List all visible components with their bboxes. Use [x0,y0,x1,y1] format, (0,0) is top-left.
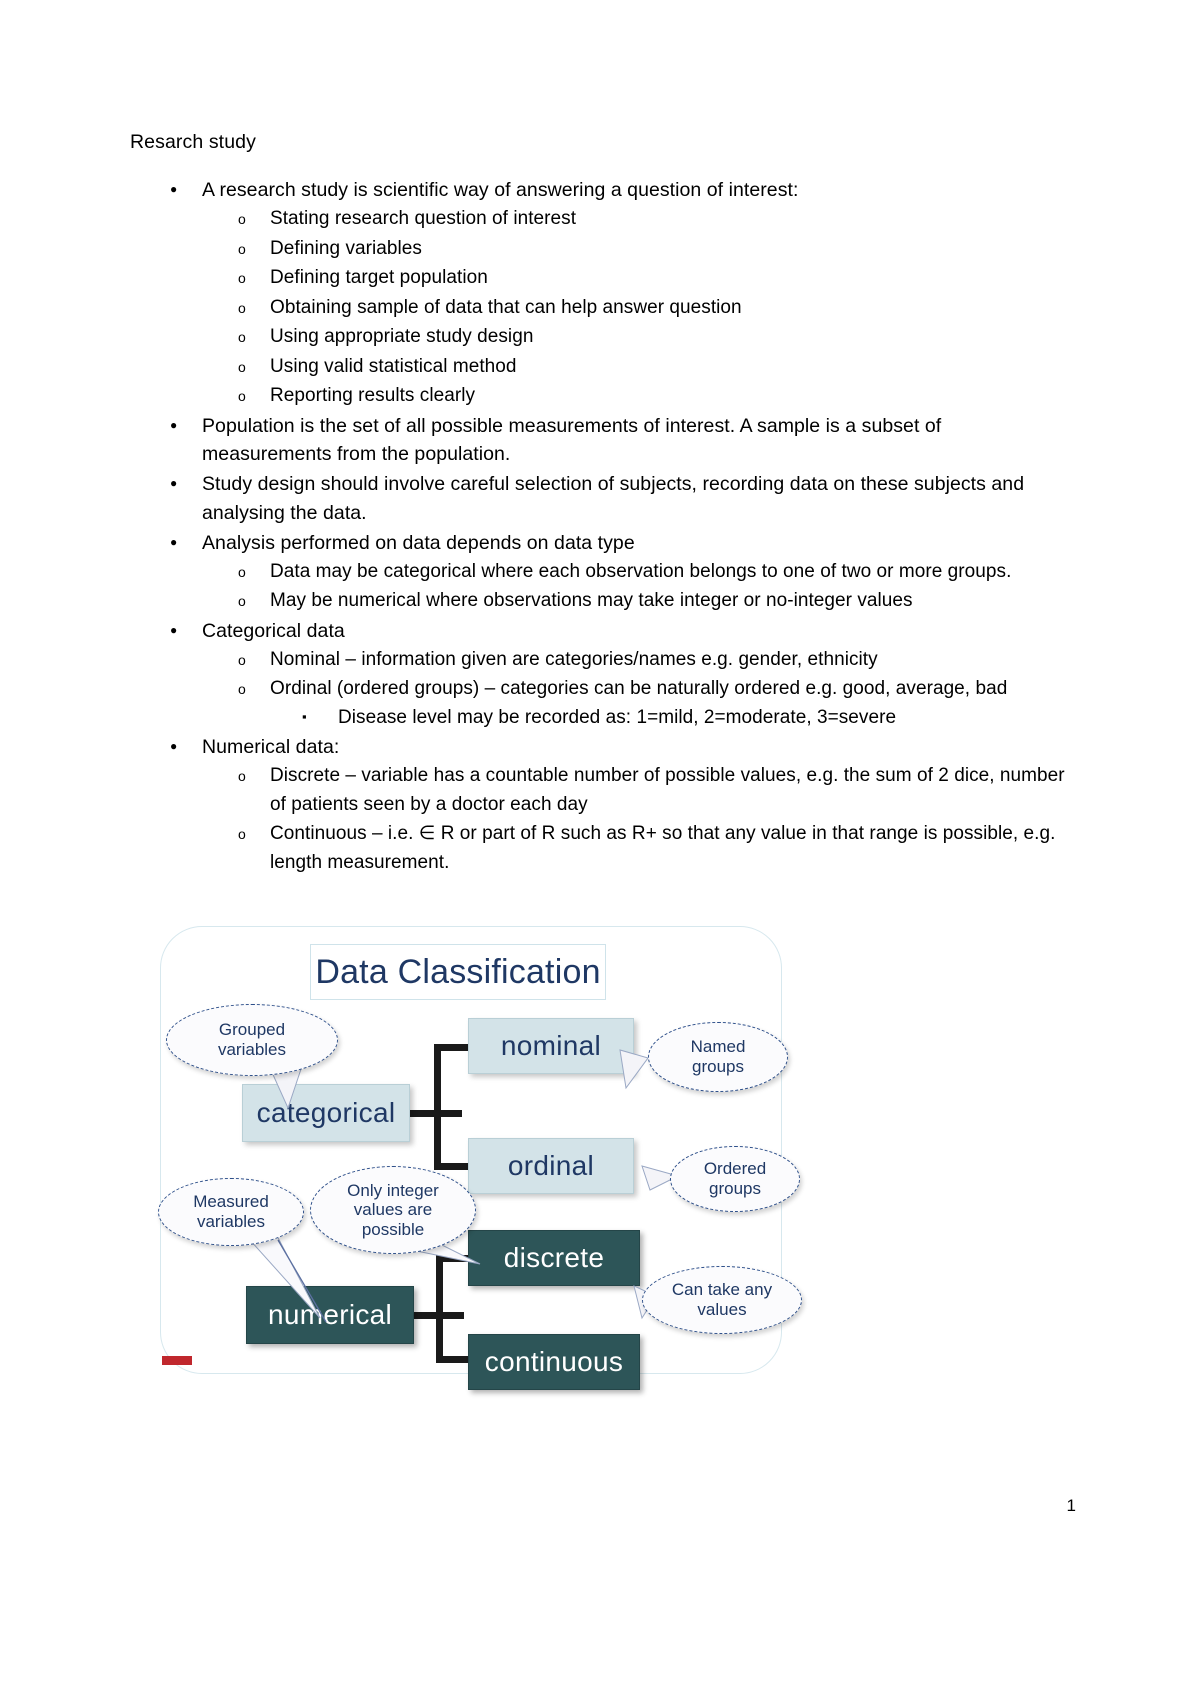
sub-bullet-text: Nominal – information given are categori… [270,648,878,670]
red-accent-mark [162,1356,192,1365]
callout-named-groups: Named groups [648,1022,788,1092]
sub-bullet-item: Data may be categorical where each obser… [202,558,1070,587]
sub-list: Stating research question of interest De… [202,205,1070,411]
callout-line: variables [217,1040,287,1059]
sub-bullet-item: Discrete – variable has a countable numb… [202,762,1070,819]
bullet-item: Study design should involve careful sele… [130,469,1070,528]
sub-list: Discrete – variable has a countable numb… [202,762,1070,877]
sub-bullet-item: Continuous – i.e. ∈ R or part of R such … [202,820,1070,877]
callout-line: Named [690,1037,746,1057]
sub-bullet-text: Defining target population [270,267,488,289]
callout-line: values [697,1300,747,1319]
diagram-title: Data Classification [310,944,606,1000]
connector-to-discrete [436,1255,472,1262]
connector-to-ordinal [434,1163,472,1170]
sub-bullet-text: Using appropriate study design [270,326,534,348]
sub-bullet-item: May be numerical where observations may … [202,587,1070,616]
node-categorical[interactable]: categorical [242,1084,410,1142]
data-classification-diagram: Data Classification categorical nominal … [150,918,802,1390]
callout-line: Only integer [347,1180,439,1200]
page-title: Resarch study [130,131,256,153]
sub-bullet-text: May be numerical where observations may … [270,590,913,612]
bullet-item: Numerical data: Discrete – variable has … [130,732,1070,877]
callout-line: Ordered [703,1159,767,1179]
node-ordinal[interactable]: ordinal [468,1138,634,1194]
node-discrete[interactable]: discrete [460,1222,640,1286]
document-body: Resarch study A research study is scient… [130,128,1070,878]
sub-sub-bullet-item: Disease level may be recorded as: 1=mild… [270,704,1070,733]
sub-bullet-text: Continuous – i.e. ∈ R or part of R such … [270,823,1056,873]
callout-grouped-variables: Grouped variables [166,1004,338,1076]
callout-can-take-any-values: Can take any values [642,1266,802,1334]
sub-bullet-text: Stating research question of interest [270,208,577,230]
bullet-item: A research study is scientific way of an… [130,175,1070,411]
sub-bullet-text: Discrete – variable has a countable numb… [270,765,1065,815]
sub-bullet-item: Nominal – information given are categori… [202,646,1070,675]
connector-categorical-vertical [434,1044,441,1170]
bullet-item: Population is the set of all possible me… [130,411,1070,470]
sub-list: Data may be categorical where each obser… [202,558,1070,616]
sub-bullet-text: Obtaining sample of data that can help a… [270,296,742,318]
sub-bullet-item: Defining target population [202,264,1070,293]
callout-measured-variables: Measured variables [158,1178,304,1246]
bullet-text: Population is the set of all possible me… [202,414,942,466]
bullet-text: Numerical data: [202,736,340,759]
sub-bullet-item: Ordinal (ordered groups) – categories ca… [202,675,1070,732]
callout-line: groups [709,1179,761,1198]
bullet-text: A research study is scientific way of an… [202,179,799,202]
callout-ordered-groups: Ordered groups [670,1146,800,1212]
sub-bullet-text: Using valid statistical method [270,355,517,377]
sub-bullet-item: Stating research question of interest [202,205,1070,234]
sub-bullet-item: Obtaining sample of data that can help a… [202,294,1070,323]
callout-line: Can take any [671,1280,773,1300]
connector-to-continuous [436,1356,472,1363]
bullet-item: Analysis performed on data depends on da… [130,528,1070,616]
callout-line: Measured [193,1192,269,1212]
sub-bullet-text: Reporting results clearly [270,385,476,407]
callout-line: possible [361,1219,425,1239]
page-number: 1 [1066,1496,1076,1515]
callout-line: groups [692,1057,744,1076]
sub-list: Nominal – information given are categori… [202,646,1070,733]
sub-bullet-text: Ordinal (ordered groups) – categories ca… [270,678,1008,700]
sub-sub-bullet-text: Disease level may be recorded as: 1=mild… [338,706,897,728]
outline-list: A research study is scientific way of an… [130,175,1070,877]
bullet-item: Categorical data Nominal – information g… [130,616,1070,733]
node-numerical[interactable]: numerical [238,1278,414,1344]
callout-line: values are [353,1200,433,1220]
callout-line: Grouped [218,1020,286,1040]
sub-bullet-text: Defining variables [270,237,422,259]
node-continuous[interactable]: continuous [460,1326,640,1390]
bullet-text: Analysis performed on data depends on da… [202,532,635,555]
sub-bullet-item: Using appropriate study design [202,323,1070,352]
callout-line: variables [196,1212,266,1231]
node-nominal[interactable]: nominal [468,1018,634,1074]
connector-to-nominal [434,1044,472,1051]
sub-bullet-item: Defining variables [202,235,1070,264]
bullet-text: Study design should involve careful sele… [202,473,1025,525]
bullet-text: Categorical data [202,619,345,642]
sub-bullet-item: Using valid statistical method [202,353,1070,382]
sub-bullet-item: Reporting results clearly [202,382,1070,411]
connector-numerical-vertical [436,1255,443,1363]
callout-only-integer-values: Only integer values are possible [310,1166,476,1254]
sub-sub-list: Disease level may be recorded as: 1=mild… [270,704,1070,733]
sub-bullet-text: Data may be categorical where each obser… [270,560,1012,582]
